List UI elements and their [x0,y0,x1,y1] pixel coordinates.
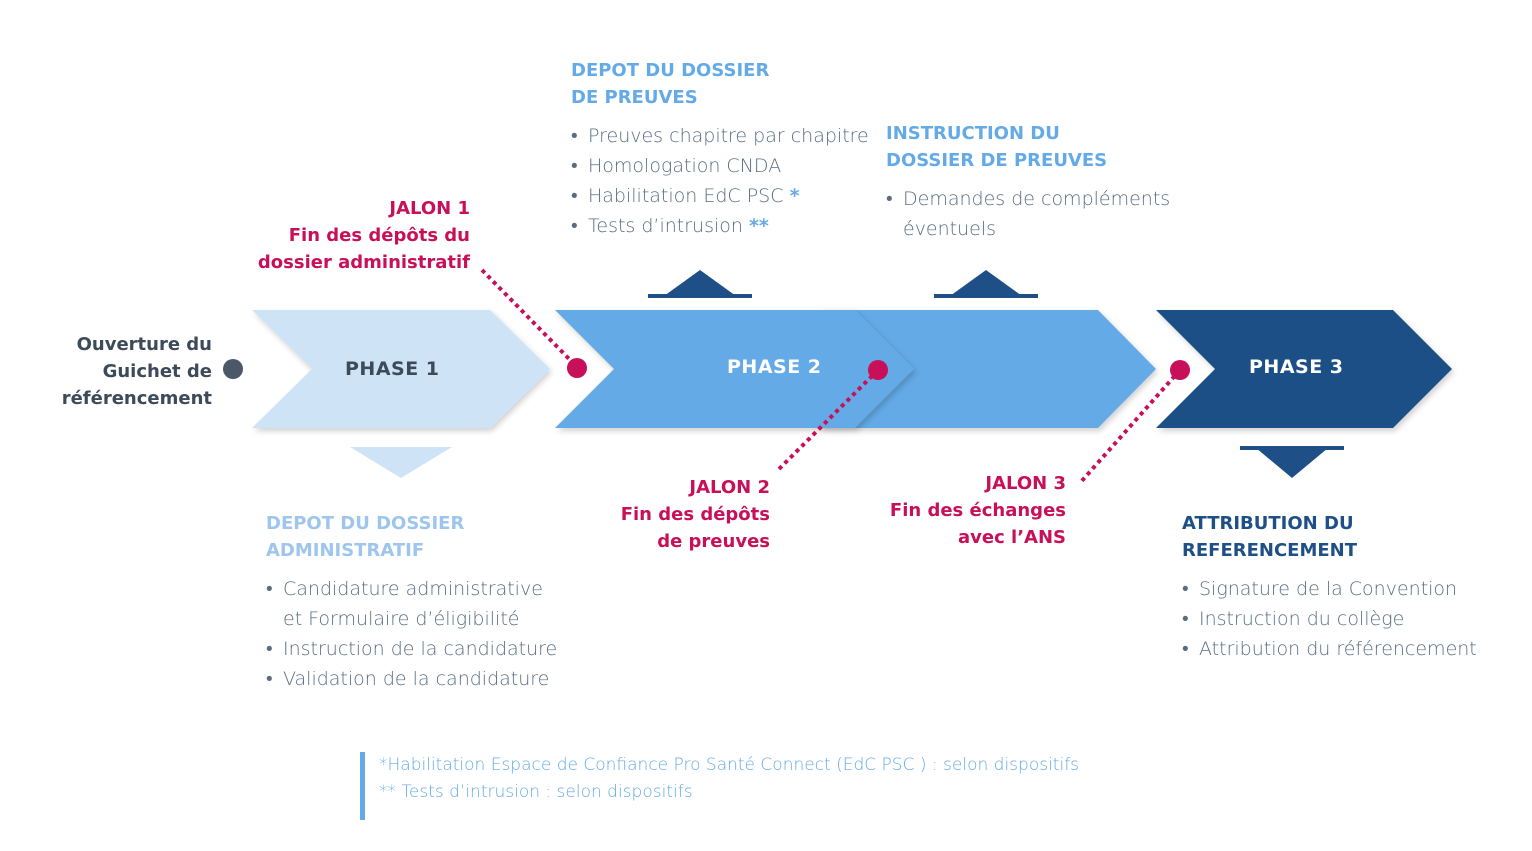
attribution-title: ATTRIBUTION DU REFERENCEMENT [1182,513,1358,561]
list-item: Instruction de la candidature [266,634,566,664]
phase-2-label: PHASE 2 [727,356,822,378]
depot-preuves-list: Preuves chapitre par chapitre Homologati… [571,121,871,241]
double-asterisk-mark: ** [748,215,769,237]
phase-2-chevron-left [555,310,914,428]
jalon-3-label: JALON 3 Fin des échanges avec l’ANS [889,473,1066,548]
opening-line: référencement [61,388,212,409]
jalon-3-leader [1078,368,1182,485]
list-item: Tests d’intrusion ** [571,211,871,241]
jalon-1-label: JALON 1 Fin des dépôts du dossier admini… [257,198,470,273]
list-item: Instruction du collège [1182,604,1482,634]
phase-3-chevron [1156,310,1452,428]
attribution-list: Signature de la Convention Instruction d… [1182,574,1482,664]
list-item: Habilitation EdC PSC * [571,181,871,211]
list-item: Signature de la Convention [1182,574,1482,604]
depot-admin-block: DEPOT DU DOSSIER ADMINISTRATIF Candidatu… [266,510,566,694]
instruction-block: INSTRUCTION DU DOSSIER DE PREUVES Demand… [886,120,1186,244]
phase-1-down-marker [350,447,452,478]
phase-3-down-marker [1240,446,1344,478]
depot-admin-title: DEPOT DU DOSSIER ADMINISTRATIF [266,513,465,561]
opening-line: Ouverture du [76,334,212,355]
jalon-3-dot [1170,360,1190,380]
attribution-block: ATTRIBUTION DU REFERENCEMENT Signature d… [1182,510,1482,664]
asterisk-mark: * [789,185,800,207]
phase-3-label: PHASE 3 [1249,356,1344,378]
phase-1-chevron [252,310,550,428]
list-item: Validation de la candidature [266,664,566,694]
list-item: Homologation CNDA [571,151,871,181]
opening-label: Ouverture du Guichet de référencement [60,331,212,412]
jalon-2-dot [868,360,888,380]
opening-line: Guichet de [102,361,212,382]
opening-dot [223,359,243,379]
phase-1-label: PHASE 1 [345,358,440,380]
footnote-2: ** Tests d’intrusion : selon dispositifs [379,782,693,802]
phase-2-up-marker-left [648,270,752,298]
footnotes: *Habilitation Espace de Confiance Pro Sa… [360,752,1079,820]
phase-2-up-marker-right [934,270,1038,298]
jalon-2-label: JALON 2 Fin des dépôts de preuves [620,477,770,552]
phase-2-chevron-right [820,310,1156,428]
footnote-1: *Habilitation Espace de Confiance Pro Sa… [379,755,1080,775]
list-item: Preuves chapitre par chapitre [571,121,871,151]
jalon-1-dot [567,358,587,378]
depot-preuves-title: DEPOT DU DOSSIER DE PREUVES [571,60,770,108]
jalon-1-leader [480,268,579,369]
depot-preuves-block: DEPOT DU DOSSIER DE PREUVES Preuves chap… [571,57,871,241]
instruction-title: INSTRUCTION DU DOSSIER DE PREUVES [886,123,1108,171]
list-item: Attribution du référencement [1182,634,1482,664]
